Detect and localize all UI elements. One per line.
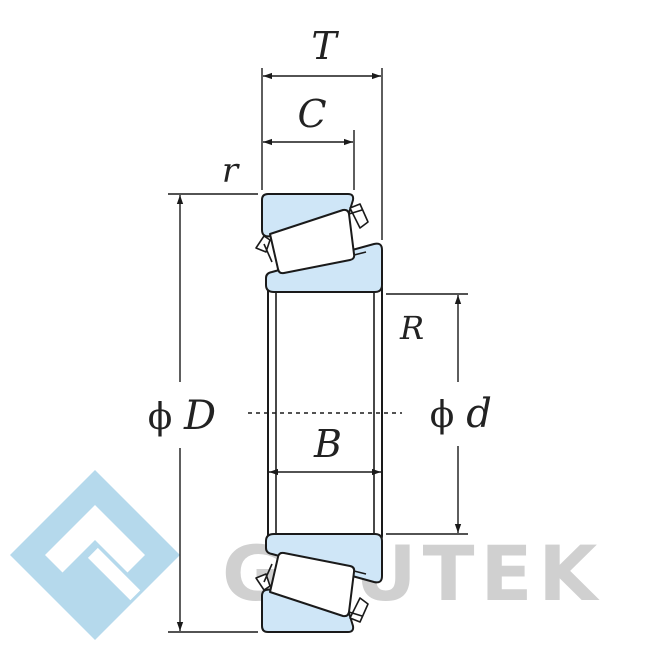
label-T: T — [311, 24, 339, 68]
dimension-lines — [168, 68, 468, 633]
label-C: C — [297, 92, 326, 136]
grutek-logo-icon — [10, 470, 180, 640]
label-phi-d: ϕ — [430, 395, 455, 436]
roller-bottom — [269, 551, 356, 618]
label-D: D — [183, 393, 216, 439]
roller-top — [269, 208, 356, 275]
label-R: R — [399, 309, 424, 347]
outer-ring-top — [261, 193, 355, 238]
inner-ring-bore — [267, 281, 383, 543]
label-phi-D: ϕ — [148, 397, 173, 438]
cage-top — [255, 203, 369, 253]
label-r: r — [222, 151, 240, 191]
cage-bottom — [255, 573, 369, 623]
label-d: d — [466, 391, 492, 437]
label-B: B — [313, 422, 342, 466]
outer-ring-bottom — [261, 588, 355, 633]
bearing-section — [255, 193, 383, 633]
